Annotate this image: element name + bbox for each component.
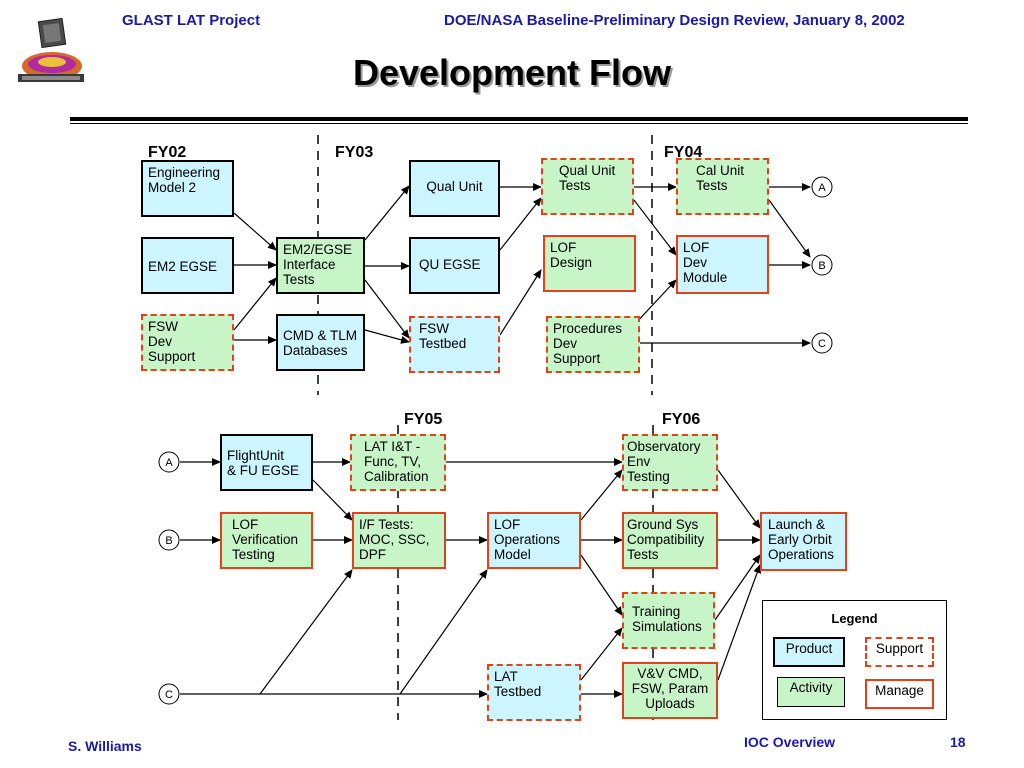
legend-title: Legend	[831, 611, 878, 626]
lof-dev-module-box: LOF Dev Module	[676, 235, 769, 294]
lof-verification-testing-box: LOF Verification Testing	[220, 512, 313, 569]
em2-egse-interface-tests-box: EM2/EGSE Interface Tests	[276, 237, 365, 294]
if-tests-box: I/F Tests: MOC, SSC, DPF	[352, 512, 446, 569]
cmd-tlm-databases-box: CMD & TLM Databases	[276, 314, 365, 371]
vv-cmd-uploads-box: V&V CMD, FSW, Param Uploads	[622, 662, 718, 719]
lat-it-box: LAT I&T - Func, TV, Calibration	[350, 434, 446, 491]
connector-a-in: A	[165, 457, 173, 469]
lat-testbed-box: LAT Testbed	[487, 664, 581, 721]
legend-manage: Manage	[865, 679, 934, 709]
review-name: DOE/NASA Baseline-Preliminary Design Rev…	[444, 12, 905, 29]
fsw-testbed-box: FSW Testbed	[409, 316, 500, 373]
connector-b-in: B	[165, 535, 172, 547]
observatory-env-testing-box: Observatory Env Testing	[622, 434, 718, 491]
cal-unit-tests-box: Cal Unit Tests	[676, 158, 769, 215]
footer-subject: IOC Overview	[744, 734, 836, 750]
connector-a-out: A	[818, 182, 826, 194]
page-number: 18	[950, 734, 966, 750]
footer-author: S. Williams	[68, 738, 142, 754]
legend-activity: Activity	[777, 677, 845, 707]
legend-product: Product	[773, 637, 845, 667]
legend-support: Support	[865, 637, 934, 667]
connector-b-out: B	[818, 260, 825, 272]
project-name: GLAST LAT Project	[122, 12, 261, 29]
connector-c-out: C	[818, 338, 826, 350]
ground-sys-compatibility-tests-box: Ground Sys Compatibility Tests	[622, 512, 718, 569]
fy05-label: FY05	[404, 411, 443, 428]
training-simulations-box: Training Simulations	[622, 592, 715, 649]
lof-design-box: LOF Design	[543, 235, 636, 292]
fsw-dev-support-box: FSW Dev Support	[141, 314, 234, 371]
page-title: Development Flow	[352, 52, 672, 93]
lof-operations-model-box: LOF Operations Model	[487, 512, 581, 569]
qu-egse-box: QU EGSE	[409, 237, 500, 294]
title-rule-thin	[70, 123, 968, 124]
fy04-label: FY04	[664, 144, 703, 161]
fy02-label: FY02	[148, 144, 187, 161]
engineering-model-2-box: Engineering Model 2	[141, 160, 234, 217]
procedures-dev-support-box: Procedures Dev Support	[546, 316, 640, 373]
glast-logo	[18, 17, 84, 82]
flight-unit-egse-box: FlightUnit & FU EGSE	[220, 434, 313, 491]
fy06-label: FY06	[662, 411, 701, 428]
fy03-label: FY03	[335, 144, 374, 161]
legend: Legend Product Support Activity Manage	[762, 600, 947, 720]
connector-c-in: C	[165, 689, 173, 701]
title-rule	[70, 117, 968, 121]
em2-egse-box: EM2 EGSE	[141, 237, 234, 294]
launch-early-orbit-box: Launch & Early Orbit Operations	[760, 512, 847, 571]
qual-unit-box: Qual Unit	[409, 160, 500, 217]
qual-unit-tests-box: Qual Unit Tests	[541, 158, 634, 215]
